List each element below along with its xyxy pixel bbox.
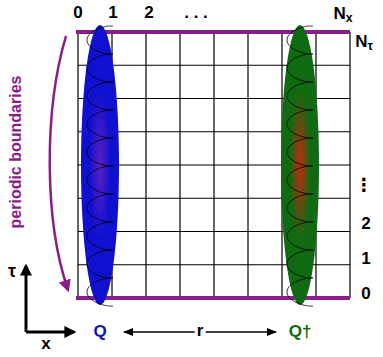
axis-label: τ: [8, 262, 16, 282]
site-index: Nτ: [355, 33, 373, 52]
axis-arrow: [26, 331, 74, 334]
site-index: 1: [108, 4, 117, 23]
axis-arrow: [25, 266, 28, 332]
site-index: 2: [361, 215, 370, 234]
operator-node: Q: [78, 20, 122, 342]
operator-label: Q: [78, 322, 122, 342]
site-index: 0: [73, 4, 82, 23]
site-index: ⋮: [355, 176, 373, 196]
site-index: 1: [361, 250, 370, 269]
site-index: . . .: [184, 4, 208, 23]
operator-node: Q†: [278, 20, 322, 342]
boundary-label: periodic boundaries: [7, 76, 25, 229]
distance-label: r: [195, 322, 206, 341]
operator-label: Q†: [278, 322, 322, 342]
site-index: 0: [361, 285, 370, 304]
axis-label: x: [41, 335, 50, 354]
source-ellipse: [78, 20, 122, 312]
boundary-line: [76, 30, 350, 34]
periodic-arrow: [50, 36, 68, 290]
site-index: Nx: [333, 5, 352, 24]
site-index: 2: [144, 4, 153, 23]
source-ellipse: [278, 20, 322, 312]
helix-loop: [87, 26, 113, 306]
boundary-line: [76, 296, 350, 300]
helix-loop: [287, 26, 313, 306]
